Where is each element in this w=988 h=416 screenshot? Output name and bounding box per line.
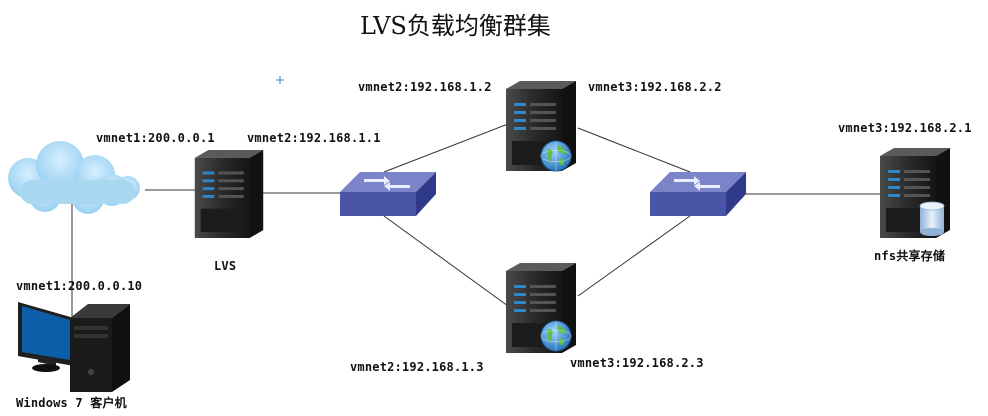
link-web1-switch2 bbox=[577, 127, 691, 173]
desktop-pc-icon bbox=[18, 302, 130, 392]
web1-vmnet2-ip-label: vmnet2:192.168.1.2 bbox=[358, 80, 492, 94]
nfs-ip-label: vmnet3:192.168.2.1 bbox=[838, 121, 972, 135]
globe-icon-1 bbox=[540, 140, 572, 172]
link-switch1-web2 bbox=[383, 215, 509, 307]
link-web2-switch2 bbox=[577, 215, 691, 297]
switch-icon-2 bbox=[650, 172, 746, 216]
globe-icon-2 bbox=[540, 320, 572, 352]
lvs-outer-ip-label: vmnet1:200.0.0.1 bbox=[96, 131, 215, 145]
lvs-server-icon bbox=[194, 150, 264, 238]
links bbox=[71, 123, 880, 322]
client-name-label: Windows 7 客户机 bbox=[16, 396, 127, 410]
web1-vmnet3-ip-label: vmnet3:192.168.2.2 bbox=[588, 80, 722, 94]
web2-vmnet2-ip-label: vmnet2:192.168.1.3 bbox=[350, 360, 484, 374]
lvs-name-label: LVS bbox=[214, 259, 237, 273]
switch-icon-1 bbox=[340, 172, 436, 216]
storage-icon bbox=[919, 201, 945, 236]
nfs-name-label: nfs共享存储 bbox=[874, 249, 946, 263]
web2-vmnet3-ip-label: vmnet3:192.168.2.3 bbox=[570, 356, 704, 370]
cloud-icon bbox=[8, 141, 140, 214]
diagram-title: LVS负载均衡群集 bbox=[360, 12, 551, 40]
client-ip-label: vmnet1:200.0.0.10 bbox=[16, 279, 143, 293]
lvs-inner-ip-label: vmnet2:192.168.1.1 bbox=[247, 131, 381, 145]
link-switch1-web1 bbox=[383, 123, 509, 173]
cursor-marker-icon bbox=[276, 76, 284, 84]
